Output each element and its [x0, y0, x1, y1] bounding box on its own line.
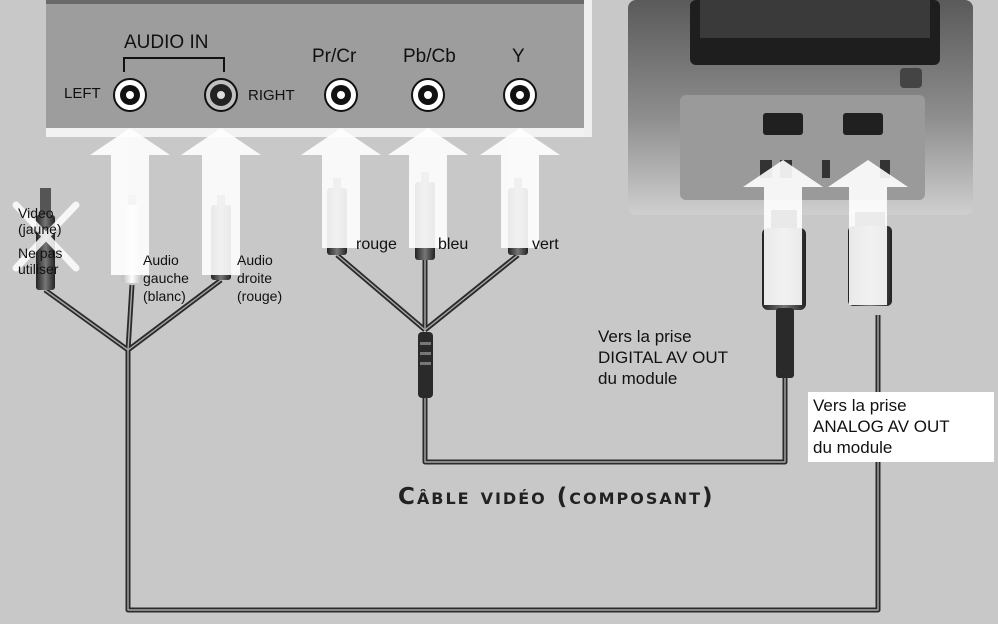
right-label: RIGHT — [248, 87, 295, 104]
arrows — [90, 128, 908, 305]
audio-in-label: AUDIO IN — [124, 32, 209, 53]
arrow-pr-icon — [301, 128, 381, 248]
video-label-2: (jaune) — [18, 221, 62, 237]
left-label: LEFT — [64, 85, 101, 102]
audio-left-label-1: Audio — [143, 252, 179, 268]
audio-right-label-3: (rouge) — [237, 288, 283, 304]
arrow-analog-icon — [828, 160, 908, 305]
arrow-digital-icon — [743, 160, 823, 305]
y-label: Y — [512, 46, 525, 67]
rouge-label: rouge — [356, 236, 397, 253]
analog-note-box — [808, 392, 994, 462]
audio-left-label-3: (blanc) — [143, 288, 186, 304]
game-module — [628, 0, 973, 215]
pb-cb-label: Pb/Cb — [403, 46, 456, 67]
arrow-audio-right-icon — [181, 128, 261, 275]
bleu-label: bleu — [438, 236, 469, 253]
pr-cr-jack — [324, 78, 358, 112]
pr-cr-label: Pr/Cr — [312, 46, 357, 67]
arrow-y-icon — [480, 128, 560, 248]
analog-note-3: du module — [813, 438, 893, 457]
screw-icon — [900, 68, 922, 88]
analog-note-1: Vers la prise — [813, 396, 907, 415]
audio-left-jack — [113, 78, 147, 112]
audio-right-jack — [204, 78, 238, 112]
tv-input-panel — [46, 0, 592, 137]
do-not-use-cross-icon — [12, 201, 80, 272]
arrow-audio-left-icon — [90, 128, 170, 275]
pb-cb-jack — [411, 78, 445, 112]
arrow-pb-icon — [388, 128, 468, 248]
analog-note-2: ANALOG AV OUT — [813, 417, 950, 436]
video-label-1: Video — [18, 205, 54, 221]
cables — [43, 253, 881, 613]
y-jack — [503, 78, 537, 112]
digital-note-3: du module — [598, 369, 678, 388]
video-label-3: Ne pas — [18, 245, 63, 261]
audio-right-label-2: droite — [237, 270, 273, 286]
audio-left-label-2: gauche — [143, 270, 189, 286]
digital-av-out-port — [763, 113, 803, 135]
digital-note-1: Vers la prise — [598, 327, 692, 346]
analog-av-out-port — [843, 113, 883, 135]
digital-note-2: DIGITAL AV OUT — [598, 348, 729, 367]
audio-right-label-1: Audio — [237, 252, 273, 268]
diagram-title: Câble vidéo (composant) — [398, 484, 715, 510]
vert-label: vert — [532, 236, 559, 253]
video-label-4: utiliser — [18, 261, 59, 277]
